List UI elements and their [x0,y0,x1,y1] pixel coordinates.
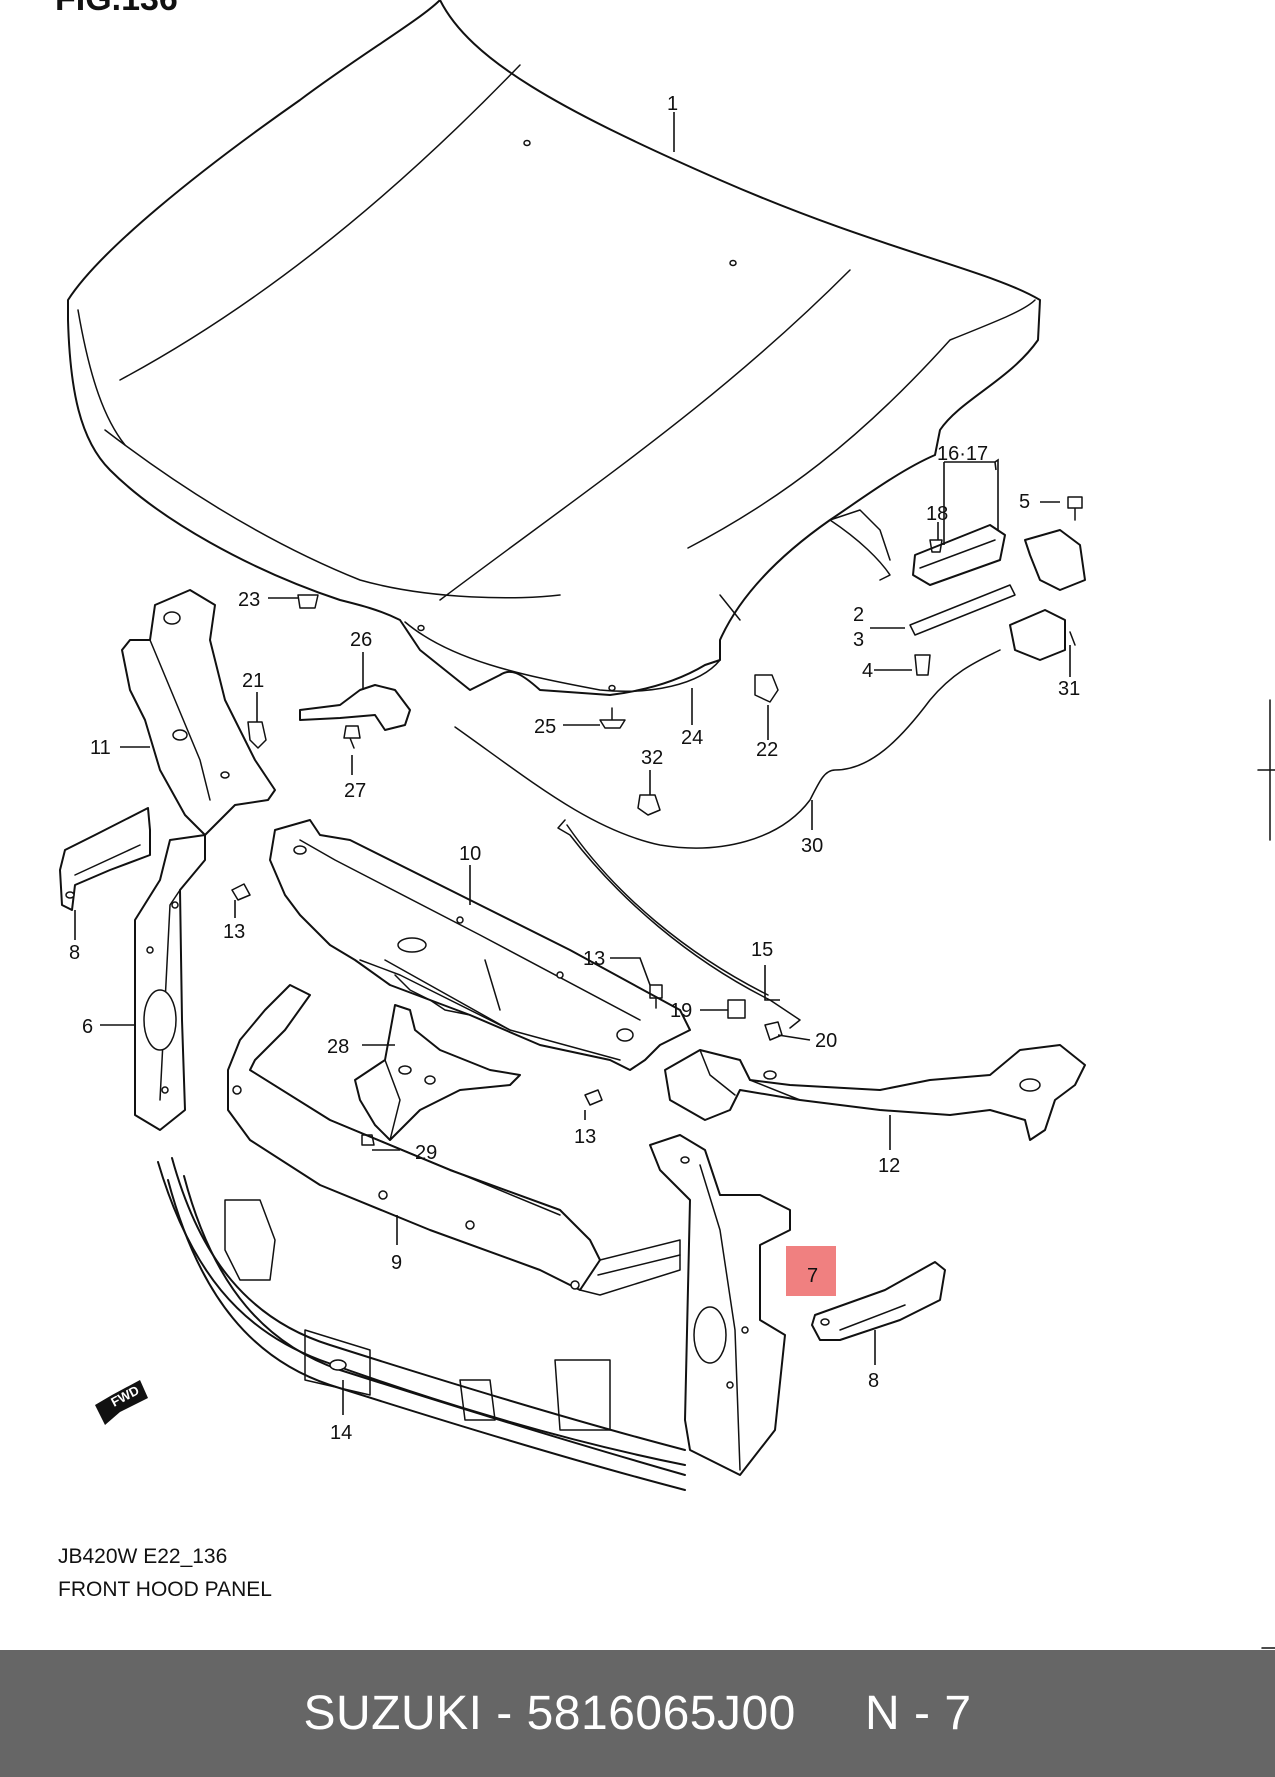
callout-19: 19 [670,1000,692,1022]
callout-31: 31 [1058,678,1080,700]
callout-8-right: 8 [868,1370,879,1392]
callout-1: 1 [667,93,678,115]
callout-14: 14 [330,1422,352,1444]
footer-bar: SUZUKI - 5816065J00 N - 7 [0,1650,1275,1777]
callout-27: 27 [344,780,366,802]
callout-7: 7 [807,1265,818,1287]
callout-25: 25 [534,716,556,738]
fwd-arrow: FWD [95,1380,148,1425]
bracket-8-left [59,807,151,911]
callout-30: 30 [801,835,823,857]
callout-15: 15 [751,939,773,961]
edge-marks [1257,699,1275,1649]
callout-20: 20 [815,1030,837,1052]
highlight-box-7 [786,1246,836,1296]
hood-panel [67,0,1041,696]
callout-9: 9 [391,1252,402,1274]
callout-5: 5 [1019,491,1030,513]
side-member-6 [134,834,206,1131]
bracket-11 [121,589,276,836]
upper-support-10 [269,819,691,1071]
callout-12: 12 [878,1155,900,1177]
bracket-28 [354,1004,521,1141]
callout-28: 28 [327,1036,349,1058]
callout-11: 11 [90,737,111,759]
bumper-tubes-14 [157,1157,686,1491]
diagram-title: FRONT HOOD PANEL [58,1578,272,1601]
callout-6: 6 [82,1016,93,1038]
parts-diagram: FIG.136 [55,0,1275,1649]
callout-13-mid: 13 [583,948,605,970]
diagram-code: JB420W E22_136 [58,1545,228,1568]
callout-3: 3 [853,629,864,651]
callout-29: 29 [415,1142,437,1164]
callout-4: 4 [862,660,873,682]
callout-10: 10 [459,843,481,865]
hood-seal-24 [404,621,721,692]
side-member-7 [649,1134,791,1476]
figure-label: FIG.136 [55,0,178,18]
callout-16-17: 16·17 [937,443,988,465]
support-rod-15 [557,819,801,1029]
callout-23: 23 [238,589,260,611]
footer-part-text: SUZUKI - 5816065J00 N - 7 [303,1687,972,1740]
callout-26: 26 [350,629,372,651]
callout-18: 18 [926,503,948,525]
callouts: 1 16·17 18 5 2 3 4 31 23 21 26 27 25 24 … [69,93,1080,1444]
release-cable-30 [454,649,1001,849]
bracket-12 [664,1044,1086,1141]
leader-lines [74,112,1071,1415]
fasteners [231,496,1086,1146]
callout-22: 22 [756,739,778,761]
callout-24: 24 [681,727,703,749]
callout-13-left: 13 [223,921,245,943]
lower-member-9 [227,984,681,1296]
callout-32: 32 [641,747,663,769]
bracket-8-right [811,1261,946,1341]
callout-8-left: 8 [69,942,80,964]
diagram-canvas: FIG.136 [55,0,1275,1649]
callout-21: 21 [242,670,264,692]
callout-13-low: 13 [574,1126,596,1148]
callout-2: 2 [853,604,864,626]
